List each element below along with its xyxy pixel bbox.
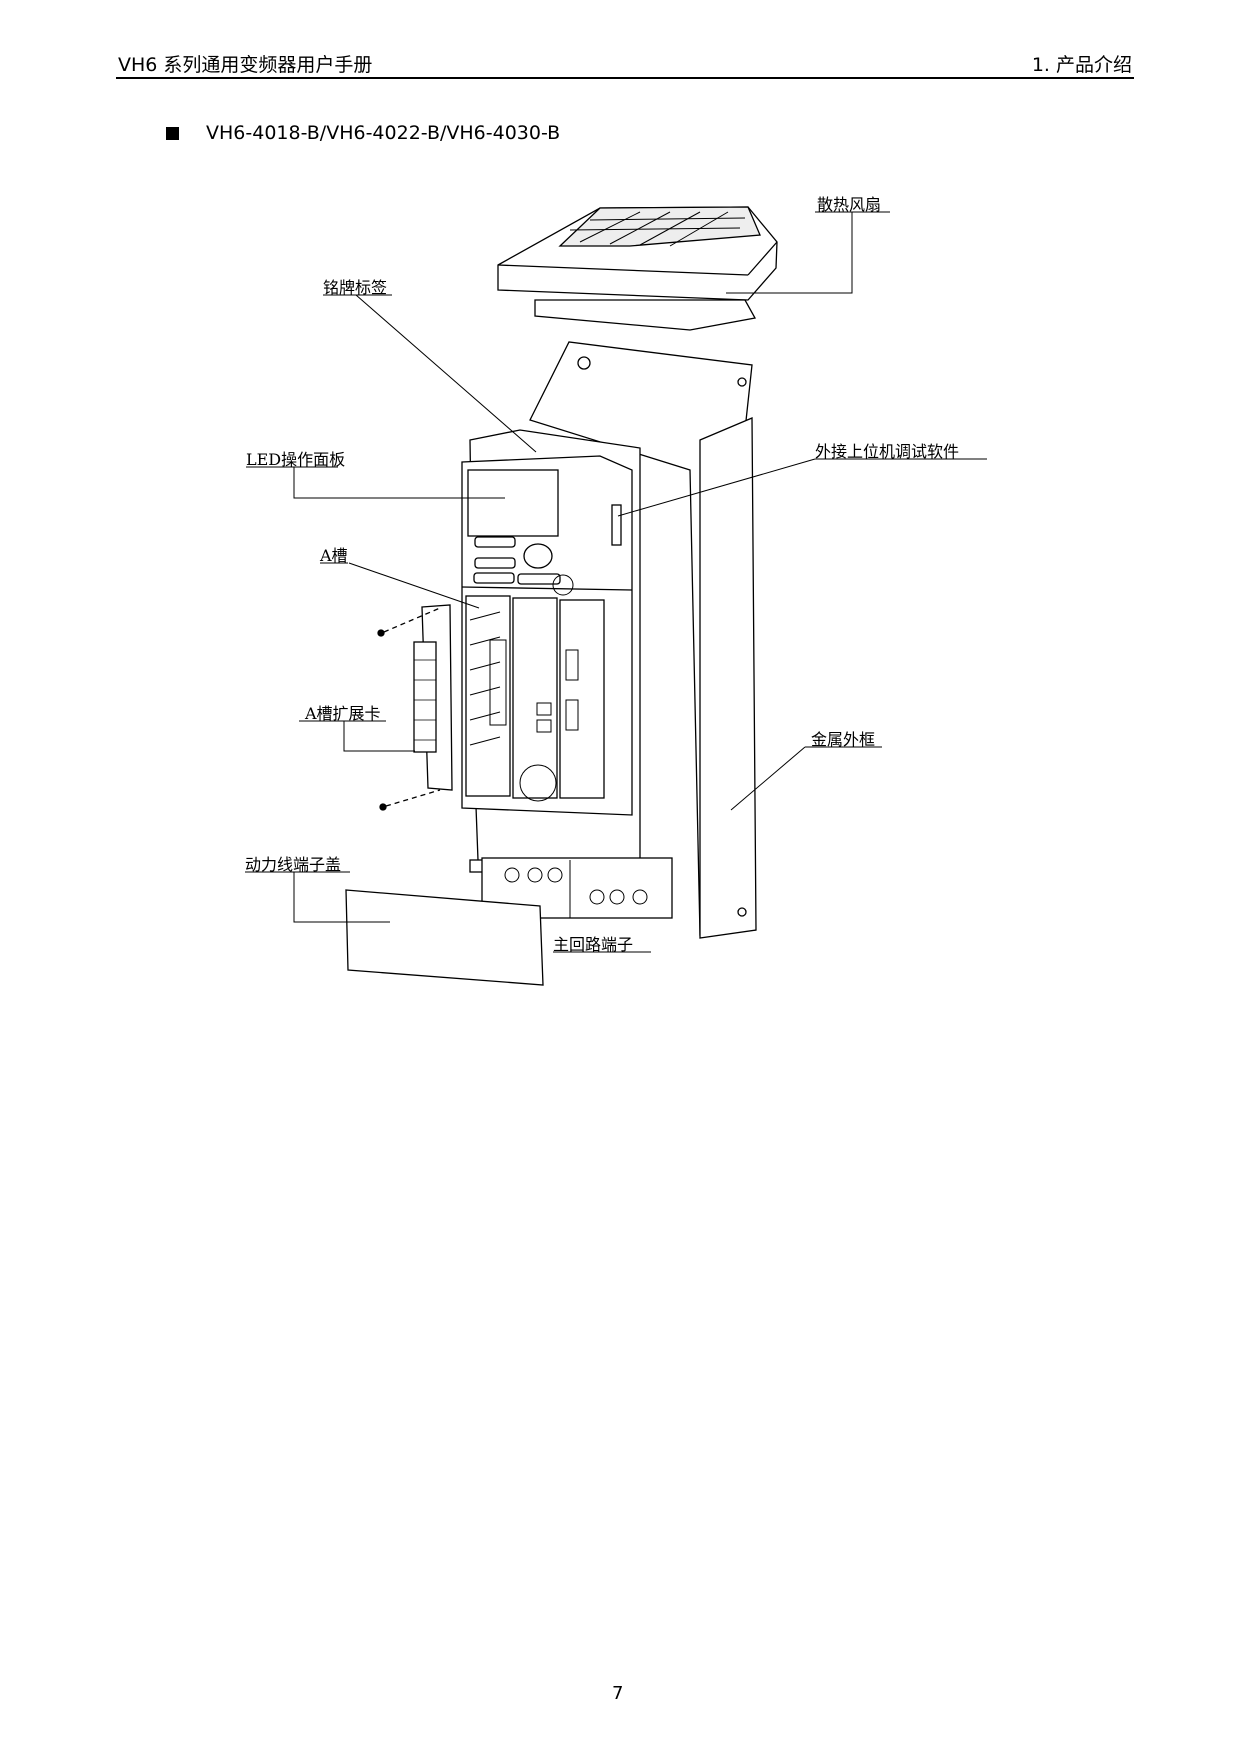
- metal-frame-drawing: [529, 341, 757, 939]
- label-metal-frame: 金属外框: [811, 730, 876, 749]
- label-led-panel: LED操作面板: [246, 450, 346, 469]
- bullet-square-icon: [166, 127, 179, 140]
- power-terminal-cover-drawing: [345, 889, 544, 986]
- header-title: VH6 系列通用变频器用户手册: [118, 54, 373, 76]
- label-pc-software: 外接上位机调试软件: [815, 442, 960, 461]
- label-nameplate: 铭牌标签: [323, 278, 388, 297]
- header-divider: [116, 77, 1134, 79]
- header-section: 1. 产品介绍: [1031, 54, 1132, 76]
- product-exploded-diagram: [245, 206, 987, 986]
- label-power-cover: 动力线端子盖: [245, 855, 342, 874]
- model-heading: VH6-4018-B/VH6-4022-B/VH6-4030-B: [206, 122, 561, 144]
- label-main-terminal: 主回路端子: [553, 935, 634, 954]
- drive-housing-drawing: [461, 429, 671, 873]
- label-cooling-fan: 散热风扇: [817, 195, 882, 214]
- slot-a-card-drawing: [377, 604, 453, 811]
- cooling-fan-drawing: [497, 206, 778, 331]
- label-slot-a: A槽: [320, 546, 348, 565]
- label-slot-a-card: A槽扩展卡: [305, 704, 381, 723]
- page-number: 7: [612, 1683, 624, 1704]
